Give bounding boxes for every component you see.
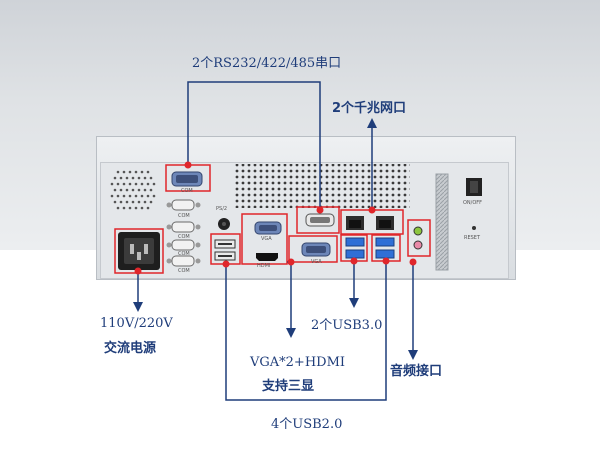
top-vent-grid [234,164,410,208]
ps2-port [218,218,230,230]
callout-box-audio [407,219,431,257]
callout-power-voltage: 110V/220V [100,316,173,331]
background-bottom [0,250,600,450]
label-com-4: COM [178,251,190,257]
power-switch [466,178,482,196]
hdmi-port [256,253,278,261]
com-port-5 [166,255,201,267]
arrowheads [133,118,418,360]
label-com-2: COM [178,213,190,219]
label-com-5: COM [178,268,190,274]
usb3-ports [345,237,395,259]
callout-usb3: 2个USB3.0 [311,318,383,333]
label-com-1: COM [181,188,193,194]
audio-jacks [413,226,423,250]
callout-box-vga-hdmi-1 [241,213,288,265]
usb2-ports [214,239,236,261]
callout-video-outputs: VGA*2+HDMI [250,355,346,370]
com-port-middle [305,213,335,227]
com-port-3 [166,221,201,233]
callout-box-com-middle [296,206,340,234]
callout-dots [134,161,417,275]
label-hdmi: HDMI [257,263,271,269]
lan-port-2 [376,216,394,230]
expansion-slot [435,173,449,271]
callout-power-ac: 交流电源 [104,341,157,356]
com-port-4 [166,239,201,251]
label-onoff: ON/OFF [463,200,483,206]
lan-port-1 [346,216,364,230]
vga-port-1 [254,221,282,235]
vga-port-2 [301,242,331,257]
reset-button [472,226,476,230]
com-port-1 [171,171,203,187]
callout-serial-ports: 2个RS232/422/485串口 [192,56,342,71]
label-reset: RESET [464,235,481,241]
left-vent-grid [110,170,156,210]
callout-gigabit-lan: 2个千兆网口 [332,101,407,116]
label-com-3: COM [178,234,190,240]
callout-box-vga-2 [288,235,338,263]
power-inlet [118,232,160,270]
label-vga-1: VGA [261,236,272,242]
com-port-2 [166,199,201,211]
label-ps2: PS/2 [216,206,228,212]
callout-usb2: 4个USB2.0 [271,417,343,432]
label-vga-2: VGA [311,259,322,265]
callout-audio: 音频接口 [390,364,443,379]
callout-triple-display: 支持三显 [262,379,315,394]
